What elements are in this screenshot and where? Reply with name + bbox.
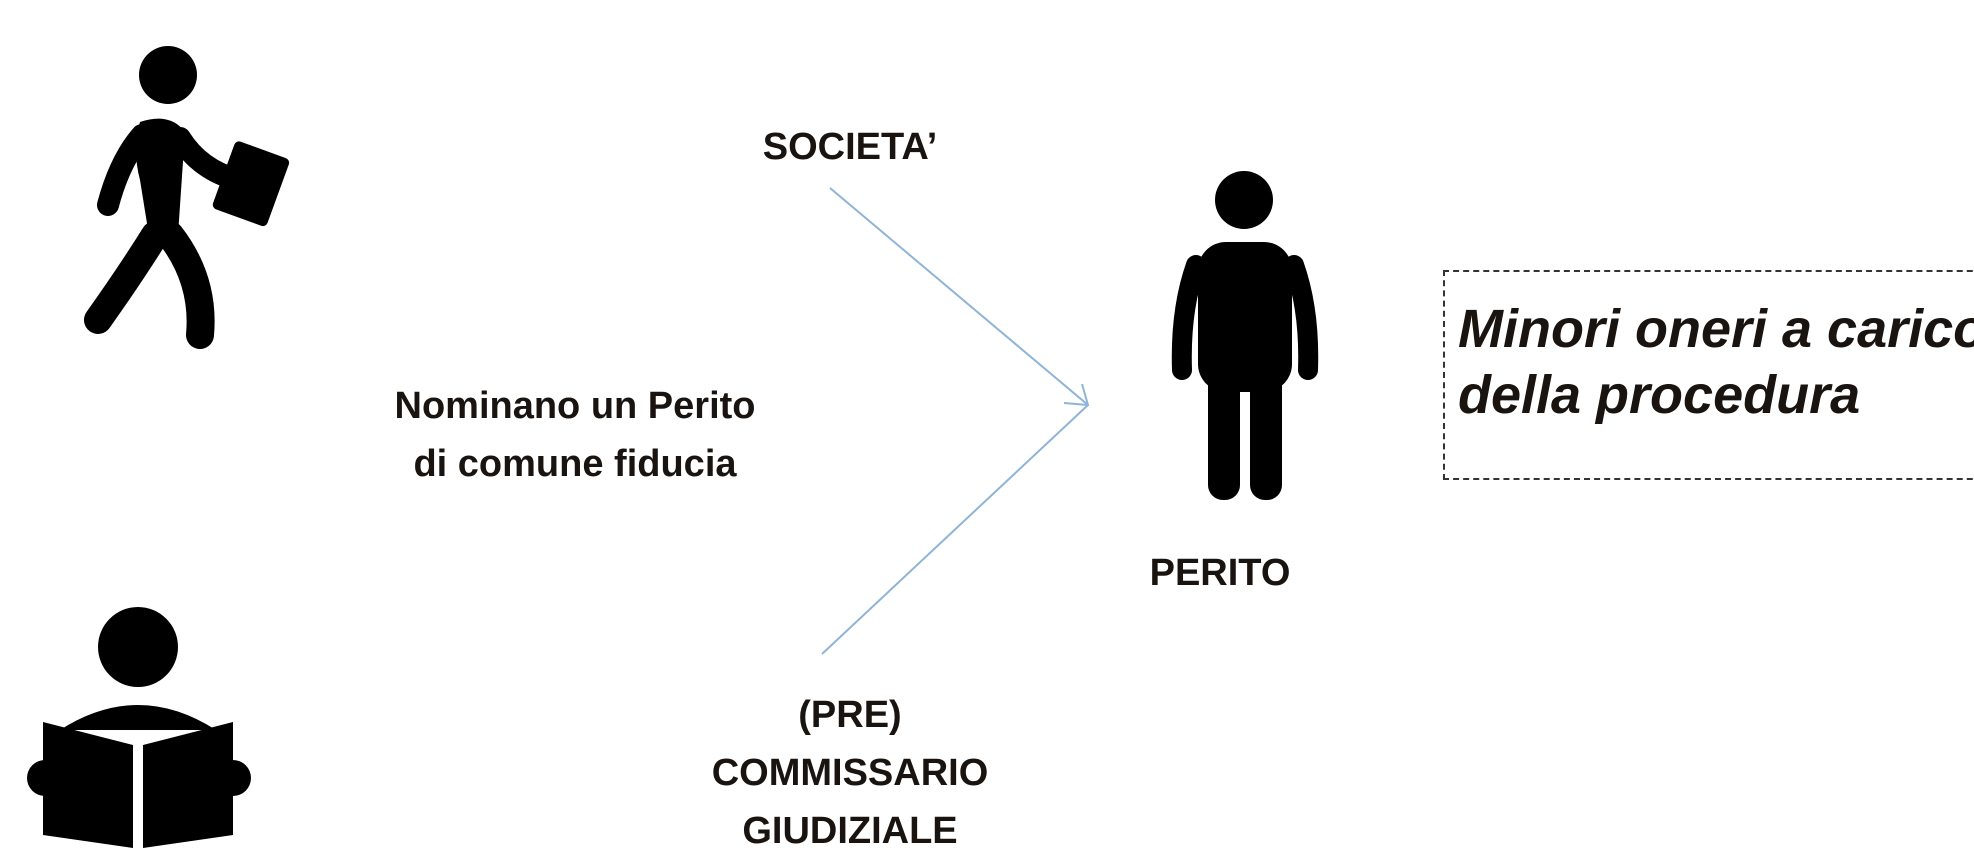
nominano-label: Nominano un Perito di comune fiducia: [350, 377, 800, 493]
commissario-line-2: COMMISSARIO: [711, 752, 989, 794]
arrow-from-societa: [829, 187, 1089, 406]
societa-label: SOCIETA’: [762, 126, 938, 168]
standing-person-icon: [1171, 171, 1319, 500]
reading-person-icon: [27, 607, 251, 848]
arrow-from-commissario: [821, 404, 1089, 655]
arrowhead: [1063, 383, 1090, 407]
nominano-line-2: di comune fiducia: [413, 443, 737, 485]
note-box: [1443, 270, 1974, 480]
commissario-label: (PRE) COMMISSARIO GIUDIZIALE: [680, 686, 1020, 860]
commissario-line-1: (PRE): [798, 694, 902, 736]
perito-label: PERITO: [1149, 552, 1291, 594]
note-line-1: Minori oneri a carico: [1458, 299, 1974, 359]
note-line-2: della procedura: [1458, 365, 1861, 425]
walking-businessman-icon: [84, 46, 290, 349]
nominano-line-1: Nominano un Perito: [394, 385, 756, 427]
commissario-line-3: GIUDIZIALE: [742, 810, 958, 852]
note-text: Minori oneri a carico della procedura: [1458, 296, 1974, 428]
